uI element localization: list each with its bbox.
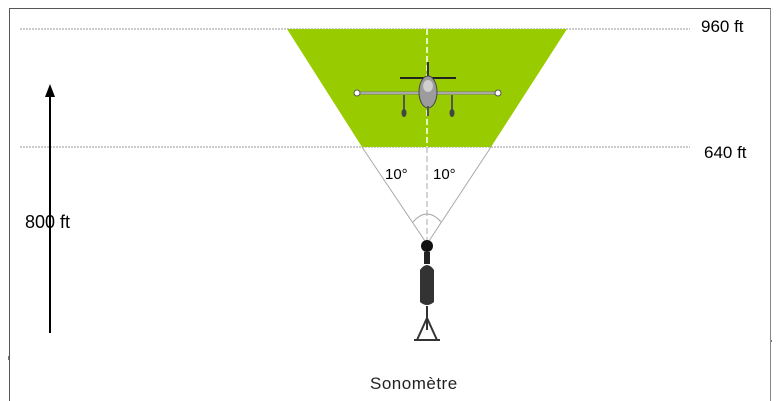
distance-arrow-head [45,84,55,97]
angle-right-label: 10° [433,166,456,183]
diagram-frame [9,8,771,401]
microphone-icon [414,240,440,341]
airplane-icon [353,62,502,117]
edge-mark-right [771,340,772,342]
altitude-top-label: 960 ft [701,17,744,36]
sound-meter-label: Sonomètre [370,374,458,393]
angle-left-label: 10° [385,166,408,183]
distance-label: 800 ft [25,212,71,232]
altitude-bottom-label: 640 ft [704,143,747,162]
edge-mark-left [8,356,9,360]
cone-line-left [361,146,428,245]
angle-arc [412,213,442,223]
cone-line-right [426,146,492,245]
